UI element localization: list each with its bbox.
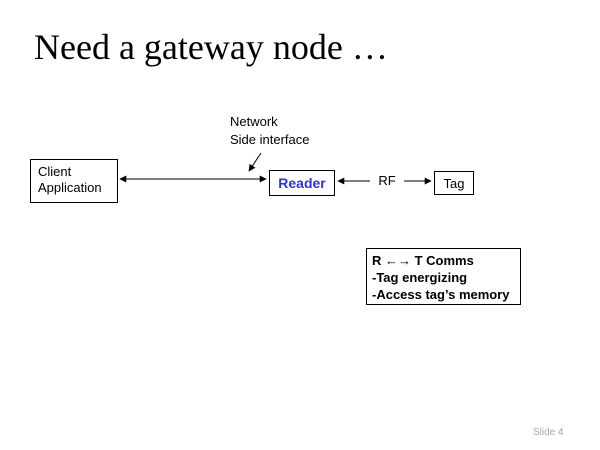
comms-line-3: -Access tag’s memory (372, 287, 510, 302)
comms-line-1: R ←→ T Comms (372, 253, 474, 268)
tag-label: Tag (443, 175, 465, 191)
client-application-label-line1: Client (38, 164, 72, 179)
client-application-box: Client Application (30, 159, 118, 203)
page-title: Need a gateway node … (34, 27, 388, 67)
tag-box: Tag (434, 171, 474, 195)
network-interface-pointer-arrow (248, 152, 262, 172)
comms-line-2: -Tag energizing (372, 270, 468, 285)
reader-box: Reader (269, 170, 335, 196)
network-interface-label: Network Side interface (230, 113, 310, 149)
slide-number: Slide 4 (533, 427, 564, 438)
reader-label: Reader (278, 175, 326, 191)
client-application-label-line2: Application (38, 180, 102, 195)
network-interface-label-line1: Network (230, 114, 278, 129)
rf-label: RF (378, 173, 396, 188)
comms-annotation-box: R ←→ T Comms -Tag energizing -Access tag… (366, 248, 521, 305)
network-interface-label-line2: Side interface (230, 132, 310, 147)
